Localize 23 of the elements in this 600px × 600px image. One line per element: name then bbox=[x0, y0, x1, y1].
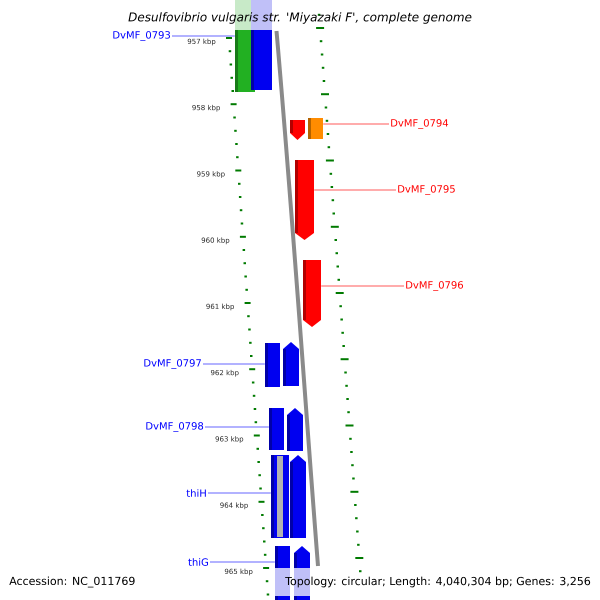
gene-label: DvMF_0794 bbox=[391, 119, 448, 129]
gene-block bbox=[308, 118, 323, 139]
gene-block bbox=[303, 260, 321, 327]
gene-block bbox=[287, 408, 303, 451]
gene-label: DvMF_0795 bbox=[398, 185, 455, 195]
gene-block bbox=[290, 120, 305, 140]
gene-block bbox=[290, 455, 306, 538]
gene-block bbox=[265, 343, 280, 387]
accession-text: Accession: NC_011769 bbox=[9, 576, 135, 588]
genome-info-text: Topology: circular; Length: 4,040,304 bp; Genes: 3,256 bbox=[285, 576, 590, 588]
gene-label: DvMF_0793 bbox=[113, 31, 170, 41]
gene-label: DvMF_0796 bbox=[406, 281, 464, 291]
gene-label: thiH bbox=[186, 489, 206, 497]
gene-block bbox=[271, 455, 289, 538]
gene-label: DvMF_0798 bbox=[146, 422, 204, 432]
gene-label: DvMF_0797 bbox=[144, 359, 201, 369]
gene-block bbox=[269, 408, 284, 450]
leader-line bbox=[208, 492, 272, 494]
leader-line bbox=[204, 426, 270, 428]
gene-block bbox=[283, 342, 299, 386]
gene-block bbox=[295, 160, 314, 240]
title: Desulfovibrio vulgaris str. 'Miyazaki F', complete genome bbox=[128, 12, 472, 24]
gene-label: thiG bbox=[188, 558, 208, 566]
